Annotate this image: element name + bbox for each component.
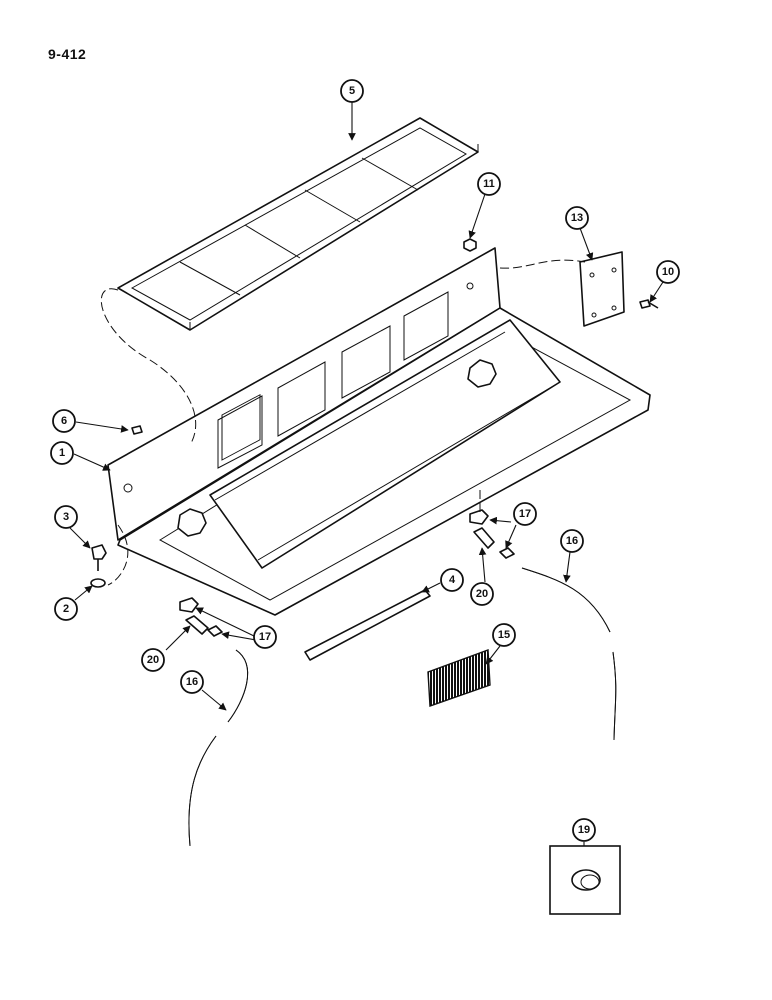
knob-left — [177, 508, 207, 537]
svg-text:20: 20 — [147, 654, 159, 666]
washer-part-2 — [90, 578, 106, 588]
svg-text:3: 3 — [63, 511, 69, 523]
callout-16-left: 16 — [180, 670, 204, 694]
knob-right — [467, 359, 497, 388]
nut-part-11 — [463, 238, 477, 252]
svg-text:16: 16 — [566, 535, 578, 547]
housing-part — [107, 247, 651, 616]
svg-text:13: 13 — [571, 212, 583, 224]
callout-1: 1 — [50, 441, 74, 465]
callout-15: 15 — [492, 623, 516, 647]
elbow-part-20-left — [185, 615, 209, 635]
callout-17-left: 17 — [253, 625, 277, 649]
filter-frame-part — [117, 117, 479, 331]
svg-text:17: 17 — [259, 631, 271, 643]
svg-text:17: 17 — [519, 508, 531, 520]
svg-text:4: 4 — [449, 574, 456, 586]
svg-text:2: 2 — [63, 603, 69, 615]
callout-5: 5 — [340, 79, 364, 103]
svg-text:1: 1 — [59, 447, 65, 459]
fitting-part-17-right — [469, 509, 489, 525]
strip-part-4 — [304, 589, 431, 661]
svg-text:20: 20 — [476, 588, 488, 600]
callout-17-right: 17 — [513, 502, 537, 526]
screw-part-6 — [131, 425, 143, 435]
svg-text:10: 10 — [662, 266, 674, 278]
callout-16-right: 16 — [560, 529, 584, 553]
fitting-part-17-left — [179, 597, 199, 613]
svg-text:5: 5 — [349, 85, 355, 97]
inset-box-part-19 — [549, 845, 621, 915]
svg-text:19: 19 — [578, 824, 590, 836]
callout-2: 2 — [54, 597, 78, 621]
callout-11: 11 — [477, 172, 501, 196]
callout-3: 3 — [54, 505, 78, 529]
callout-13: 13 — [565, 206, 589, 230]
screw-part-10 — [639, 299, 659, 309]
filter-pad-part-15 — [427, 649, 491, 707]
hose-part-16-left — [188, 649, 249, 847]
callout-10: 10 — [656, 260, 680, 284]
callout-4: 4 — [440, 568, 464, 592]
callout-6: 6 — [52, 409, 76, 433]
callout-20-left: 20 — [141, 648, 165, 672]
callout-20-right: 20 — [470, 582, 494, 606]
svg-text:11: 11 — [483, 178, 495, 190]
svg-text:6: 6 — [61, 415, 67, 427]
callout-19: 19 — [572, 818, 596, 842]
hose-part-16-right — [521, 567, 617, 741]
page-number: 9-412 — [48, 46, 87, 62]
svg-text:16: 16 — [186, 676, 198, 688]
cover-plate-part — [579, 251, 625, 327]
bolt-part-3 — [91, 544, 107, 571]
svg-text:15: 15 — [498, 629, 510, 641]
elbow-part-20-right — [473, 527, 495, 549]
